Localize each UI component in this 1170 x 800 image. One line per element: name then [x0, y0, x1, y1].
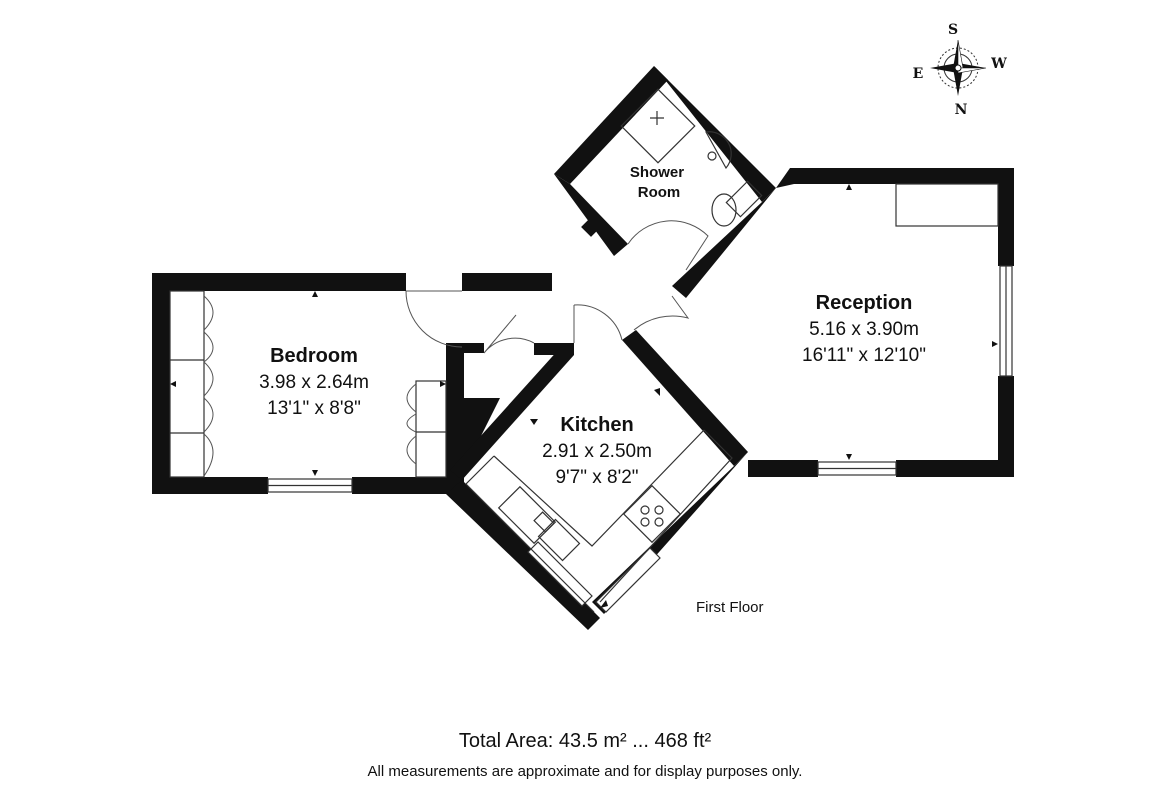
disclaimer: All measurements are approximate and for… — [367, 763, 803, 780]
bedroom-walls — [152, 273, 552, 494]
compass-bottom-letter: N — [955, 102, 968, 118]
kitchen-door-swing — [573, 304, 623, 343]
compass-right-letter: W — [990, 56, 1007, 72]
reception-window-right — [999, 265, 1013, 377]
direction-arrows — [170, 184, 998, 608]
kitchen-worktops — [465, 429, 733, 613]
kitchen-imperial: 9'7" x 8'2" — [555, 467, 638, 488]
bedroom-metric: 3.98 x 2.64m — [259, 372, 369, 393]
reception-metric: 5.16 x 3.90m — [809, 319, 919, 340]
reception-cupboard — [895, 183, 999, 227]
compass-rose-icon — [930, 39, 987, 96]
bedroom-wardrobe-right — [406, 380, 447, 478]
bedroom-door-swing — [405, 290, 463, 348]
kitchen-metric: 2.91 x 2.50m — [542, 441, 652, 462]
shower-basin — [705, 131, 732, 170]
shower-room-name-line2: Room — [638, 184, 681, 201]
reception-walls — [748, 168, 1014, 477]
bedroom-wardrobe-left — [169, 290, 214, 478]
shower-room-name-line1: Shower — [630, 164, 684, 181]
kitchen-name: Kitchen — [560, 414, 633, 436]
reception-door-swing — [633, 295, 690, 331]
kitchen-window — [527, 541, 661, 613]
reception-window-bottom — [817, 461, 897, 476]
total-area: Total Area: 43.5 m² ... 468 ft² — [458, 730, 712, 752]
shower-door-swing — [627, 220, 709, 271]
reception-imperial: 16'11" x 12'10" — [802, 345, 926, 366]
compass-top-letter: S — [948, 22, 958, 38]
bedroom-name: Bedroom — [270, 345, 358, 367]
floor-label: First Floor — [696, 599, 764, 616]
kitchen-hob — [622, 484, 682, 544]
shower-toilet — [711, 180, 763, 227]
shower-room-walls — [554, 66, 776, 298]
shower-tray — [620, 88, 696, 164]
bedroom-imperial: 13'1" x 8'8" — [267, 398, 361, 419]
compass-left-letter: E — [913, 66, 924, 82]
reception-name: Reception — [816, 292, 913, 314]
bedroom-window — [267, 478, 353, 493]
